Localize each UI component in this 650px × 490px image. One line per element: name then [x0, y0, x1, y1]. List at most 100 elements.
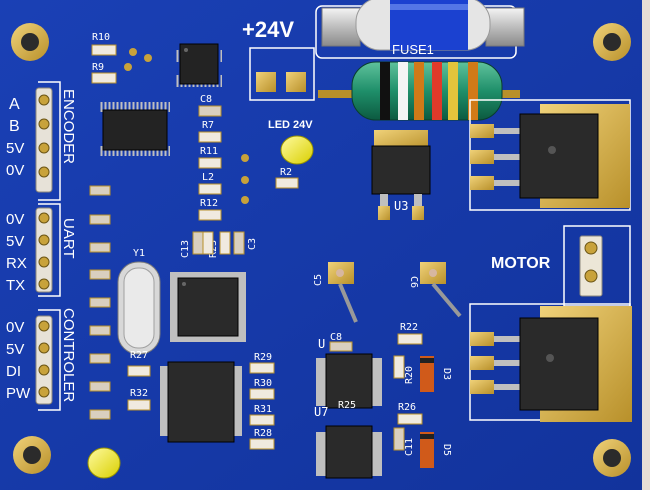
designator-r11: R11: [200, 146, 218, 157]
capacitor-c5: [328, 262, 358, 323]
encoder-connector: [35, 81, 61, 201]
resistor-r11: [198, 157, 222, 169]
diode-d5: [420, 432, 434, 468]
led-24v-label: LED 24V: [268, 119, 313, 131]
resistor-r23: [202, 231, 214, 255]
capacitor: [89, 185, 111, 196]
designator-u3: U3: [394, 199, 408, 213]
diode-d3: [420, 356, 434, 392]
resistor-r31: [249, 414, 275, 426]
uart-pin-rx: RX: [6, 255, 27, 272]
driver-ic-upper: [316, 353, 382, 409]
designator-r20: R20: [404, 366, 415, 384]
designator-l2: L2: [202, 172, 214, 183]
voltage-regulator-u3: [371, 130, 431, 220]
encoder-title: ENCODER: [60, 89, 77, 164]
resistor-r28: [249, 438, 275, 450]
designator-c6: C6: [408, 276, 419, 288]
resistor: [219, 231, 231, 255]
controler-title: CONTROLER: [60, 308, 77, 402]
via: [241, 154, 249, 162]
resistor-r29: [249, 362, 275, 374]
via: [241, 176, 249, 184]
motor-connector: [563, 225, 631, 307]
resistor-r7: [198, 131, 222, 143]
ic-soic14-left: [100, 102, 170, 156]
controler-pin-di: DI: [6, 363, 21, 380]
uart-connector: [35, 203, 61, 297]
uart-pin-tx: TX: [6, 277, 25, 294]
via: [124, 63, 132, 71]
motor-label: MOTOR: [491, 255, 551, 272]
designator-c8-bottom: C8: [330, 332, 342, 343]
designator-r28: R28: [254, 428, 272, 439]
power-terminal-24v: [249, 47, 315, 101]
fuse-label: FUSE1: [392, 42, 434, 57]
designator-y1: Y1: [133, 248, 145, 259]
controler-pin-0v: 0V: [6, 319, 24, 336]
resistor-r26: [397, 413, 423, 425]
capacitor: [89, 297, 111, 308]
led-yellow-bottom-left: [87, 447, 121, 479]
mounting-hole-bottom-right: [593, 439, 631, 477]
capacitor: [89, 381, 111, 392]
designator-r32: R32: [130, 388, 148, 399]
resistor-r10: [91, 44, 117, 56]
capacitor: [89, 214, 111, 225]
crystal-y1: [117, 261, 161, 355]
designator-u7: U7: [314, 405, 328, 419]
fuse-1: [315, 0, 525, 59]
capacitor: [89, 409, 111, 420]
driver-ic-lower: [316, 425, 382, 479]
mounting-hole-bottom-left: [13, 436, 51, 474]
designator-r27: R27: [130, 350, 148, 361]
mounting-hole-top-right: [593, 23, 631, 61]
resistor-r12: [198, 209, 222, 221]
designator-r2: R2: [280, 167, 292, 178]
capacitor-c6: [420, 262, 462, 318]
designator-r22: R22: [400, 322, 418, 333]
designator-c8-top: C8: [200, 94, 212, 105]
designator-c13: C13: [180, 240, 191, 258]
resistor-r20: [393, 355, 405, 379]
encoder-pin-b: B: [9, 118, 20, 135]
mosfet-top: [469, 99, 631, 211]
capacitor-c8-top: [198, 105, 222, 117]
designator-r7: R7: [202, 120, 214, 131]
controler-pin-pw: PW: [6, 385, 31, 402]
designator-r25: R25: [338, 400, 356, 411]
capacitor-c3: [233, 231, 245, 255]
mounting-hole-top-left: [11, 23, 49, 61]
capacitor: [89, 353, 111, 364]
via: [129, 48, 137, 56]
encoder-pin-a: A: [9, 96, 20, 113]
via: [144, 54, 152, 62]
capacitor-c8-bottom: [329, 341, 353, 352]
encoder-pin-5v: 5V: [6, 140, 24, 157]
designator-d5: D5: [441, 444, 452, 456]
power-label: +24V: [242, 17, 294, 42]
resistor-r27: [127, 365, 151, 377]
resistor-r22: [397, 333, 423, 345]
resistor-r32: [127, 399, 151, 411]
designator-u: U: [318, 337, 325, 351]
encoder-pin-0v: 0V: [6, 162, 24, 179]
uart-title: UART: [60, 218, 77, 259]
designator-r10: R10: [92, 32, 110, 43]
resistor-r2: [275, 177, 299, 189]
capacitor: [89, 242, 111, 253]
inductor-l2: [198, 183, 222, 195]
capacitor-c11: [393, 427, 405, 451]
uart-pin-5v: 5V: [6, 233, 24, 250]
capacitor: [89, 269, 111, 280]
resistor-r9: [91, 72, 117, 84]
ic-soic8-top: [176, 43, 222, 87]
capacitor-c13: [192, 231, 204, 255]
controler-connector: [35, 309, 61, 411]
mosfet-bottom: [469, 303, 632, 422]
resistor-r30: [249, 388, 275, 400]
capacitor: [89, 325, 111, 336]
ic-soic8-bottom: [160, 361, 242, 443]
designator-r29: R29: [254, 352, 272, 363]
